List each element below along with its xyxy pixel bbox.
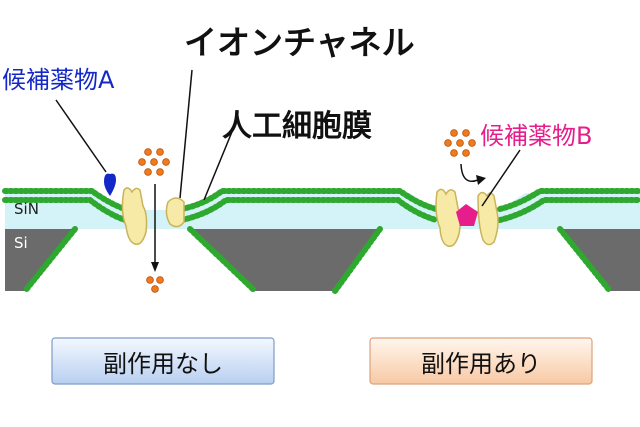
ions-left-bottom (146, 276, 164, 293)
membrane-label: 人工細胞膜 (222, 109, 372, 144)
ion-flow-arrowhead (151, 262, 159, 272)
lipid-membrane (2, 188, 640, 294)
result-box-left-bg (51, 337, 275, 385)
membrane-lower (2, 197, 640, 223)
drug-a-molecule (104, 173, 116, 196)
drug-a-label: 候補薬物A (2, 66, 115, 94)
ions-left-top (138, 148, 170, 176)
blocked-ion-arrowhead (476, 175, 486, 185)
drug-b-molecule (456, 204, 478, 226)
si-center (190, 229, 380, 291)
membrane-pit-right (332, 226, 613, 294)
channel-right-a (435, 188, 462, 247)
si-left (5, 229, 75, 291)
channel-left-a (121, 187, 148, 245)
blocked-ion-arrow (460, 163, 479, 182)
result-box-right-bg (369, 337, 593, 385)
ions-right (444, 129, 476, 157)
drug-b-label: 候補薬物B (480, 122, 593, 150)
result-side-effect: 副作用あり (421, 349, 541, 378)
white-right-trench (335, 229, 610, 291)
ion-channel-label: イオンチャネル (184, 23, 415, 62)
drug-b-pointer (481, 149, 521, 207)
result-no-side-effect: 副作用なし (103, 349, 223, 378)
membrane-pointer (203, 121, 237, 201)
membrane-pit-left (22, 226, 258, 294)
ion-channel-pointer (179, 69, 193, 199)
drug-a-pointer (55, 99, 107, 173)
ion-channel-left (121, 187, 185, 245)
channel-left-b (165, 197, 185, 228)
si-label: Si (14, 234, 28, 252)
white-left-trench (25, 229, 255, 291)
sin-label: SiN (14, 200, 39, 218)
si-right (560, 229, 640, 291)
